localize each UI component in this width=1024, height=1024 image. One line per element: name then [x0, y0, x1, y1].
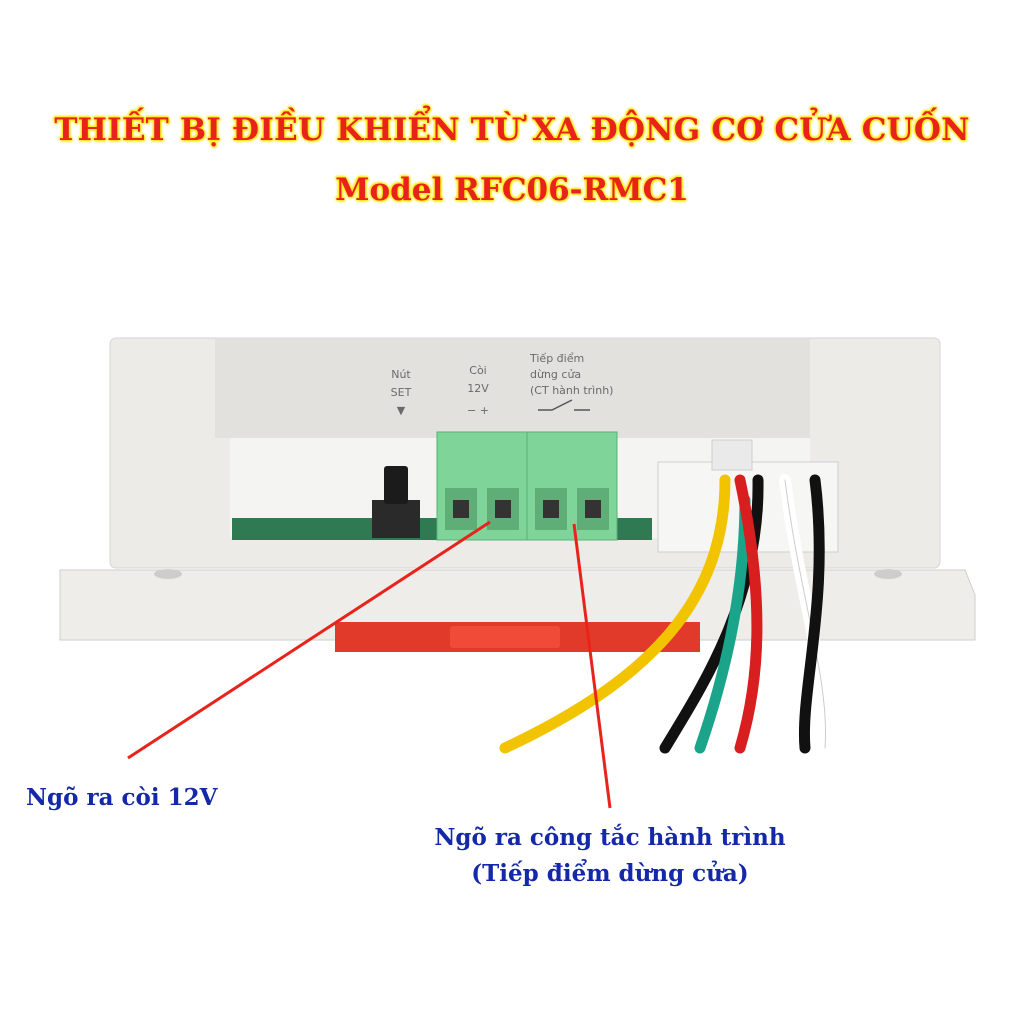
horn-label-line1: Còi: [469, 364, 486, 377]
flange-hole-left: [154, 569, 182, 579]
limit-pointer-line: [572, 523, 612, 809]
wire-black-2: [798, 474, 825, 754]
set-button-base: [372, 500, 420, 538]
horn-pointer-line: [127, 520, 491, 760]
set-label-group: Nút SET ▼: [391, 368, 412, 417]
set-label-line1: Nút: [391, 368, 411, 381]
horn-terminal-block: [436, 431, 528, 541]
horn-label-group: Còi 12V − +: [467, 364, 489, 417]
contact-label-group: Tiếp điểm dừng cửa (CT hành trình): [529, 352, 613, 397]
contact-label-line3: (CT hành trình): [530, 384, 613, 397]
horn-polarity: − +: [467, 404, 489, 417]
flange-hole-right: [874, 569, 902, 579]
horn-label-line2: 12V: [467, 382, 489, 395]
set-label-line2: SET: [391, 386, 412, 399]
limit-switch-callout-line2: (Tiếp điểm dừng cửa): [471, 860, 749, 887]
housing-recess: [215, 338, 810, 438]
wire-yellow: [499, 474, 731, 754]
model-label: Model RFC06-RMC1: [335, 172, 689, 208]
wire-red: [734, 474, 763, 754]
set-arrow: ▼: [397, 404, 406, 417]
horn-output-callout: Ngõ ra còi 12V: [26, 784, 218, 811]
set-button: [384, 466, 408, 504]
switch-symbol: [538, 399, 590, 411]
contact-label-line2: dừng cửa: [530, 368, 581, 381]
product-title: THIẾT BỊ ĐIỀU KHIỂN TỪ XA ĐỘNG CƠ CỬA CU…: [54, 112, 970, 148]
limit-switch-callout: Ngõ ra công tắc hành trình (Tiếp điểm dừ…: [390, 820, 830, 892]
contact-label-line1: Tiếp điểm: [529, 352, 584, 365]
limit-switch-callout-line1: Ngõ ra công tắc hành trình: [434, 824, 786, 851]
contact-terminal-block: [526, 431, 618, 541]
wire-teal: [694, 494, 751, 754]
connector-latch: [711, 439, 753, 471]
din-clip-tab: [450, 626, 560, 648]
